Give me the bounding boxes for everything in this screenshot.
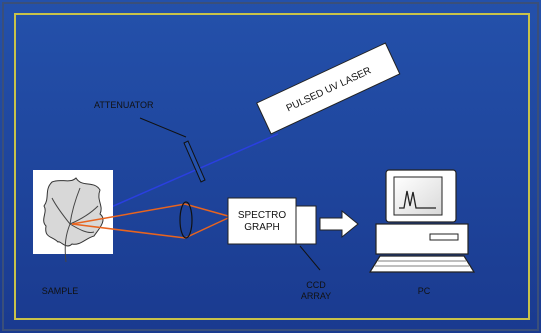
drive-slot bbox=[429, 233, 459, 241]
attenuator-label: ATTENUATOR bbox=[94, 100, 154, 110]
pc-label: PC bbox=[418, 286, 431, 296]
data-arrow-icon bbox=[319, 209, 359, 239]
lens bbox=[179, 201, 193, 239]
fluorescence-beam-upper bbox=[71, 203, 229, 225]
spectrograph-label-line1: SPECTRO bbox=[238, 210, 287, 221]
ccd-array: CCD ARRAY bbox=[295, 205, 331, 301]
attenuator: ATTENUATOR bbox=[94, 100, 206, 183]
keyboard-icon bbox=[368, 255, 476, 273]
ccd-label-line2: ARRAY bbox=[301, 291, 331, 301]
spectrograph: SPECTRO GRAPH bbox=[227, 197, 297, 245]
pc-computer: PC bbox=[368, 169, 476, 296]
ccd-label-line1: CCD bbox=[306, 280, 326, 290]
spectrum-trace bbox=[399, 190, 436, 209]
attenuator-pointer bbox=[139, 117, 187, 138]
sample-label: SAMPLE bbox=[42, 286, 79, 296]
ccd-pointer bbox=[299, 245, 321, 271]
inner-frame bbox=[14, 13, 530, 320]
sample-leaf: SAMPLE bbox=[33, 170, 113, 296]
monitor-screen bbox=[393, 176, 443, 216]
spectrograph-label-line2: GRAPH bbox=[244, 222, 280, 233]
